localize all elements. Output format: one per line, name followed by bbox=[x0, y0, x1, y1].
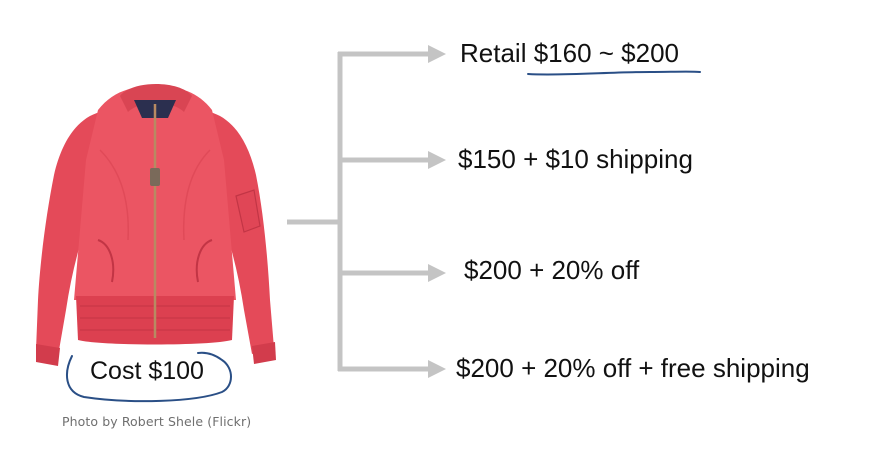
photo-credit: Photo by Robert Shele (Flickr) bbox=[62, 414, 252, 429]
pricing-option-discount: $200 + 20% off bbox=[464, 255, 640, 285]
arrowhead-1 bbox=[428, 45, 446, 63]
pricing-option-discount-free-shipping: $200 + 20% off + free shipping bbox=[456, 353, 810, 383]
arrowhead-3 bbox=[428, 264, 446, 282]
arrowhead-4 bbox=[428, 360, 446, 378]
pricing-option-retail: Retail $160 ~ $200 bbox=[460, 38, 680, 68]
red-jacket-image bbox=[36, 84, 276, 366]
cost-label: Cost $100 bbox=[90, 357, 204, 385]
pricing-option-shipping: $150 + $10 shipping bbox=[458, 144, 693, 174]
arrowhead-2 bbox=[428, 151, 446, 169]
